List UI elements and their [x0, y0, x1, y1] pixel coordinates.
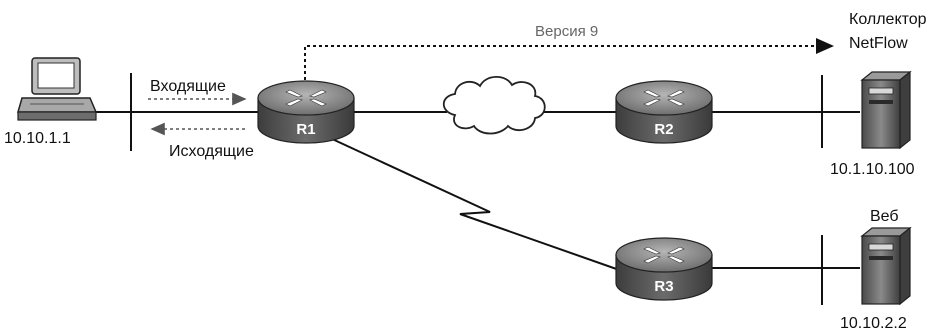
- export-arrow: [304, 38, 834, 80]
- router-r3-icon: R3: [615, 237, 713, 301]
- incoming-label: Входящие: [150, 78, 226, 95]
- web-server-icon: [860, 226, 912, 306]
- r1-r3-serial-link: [329, 137, 626, 273]
- web-ip-label: 10.10.2.2: [840, 315, 907, 332]
- export-version-label: Версия 9: [535, 23, 598, 40]
- router-r2-label: R2: [654, 121, 673, 138]
- collector-title-line2: NetFlow: [849, 35, 908, 52]
- outgoing-label: Исходящие: [169, 143, 254, 160]
- collector-server-icon: [860, 70, 912, 150]
- pc-ip-label: 10.10.1.1: [4, 130, 71, 147]
- router-r1-icon: R1: [257, 80, 355, 144]
- collector-title-line1: Коллектор: [849, 11, 927, 28]
- workstation-icon: [17, 57, 98, 121]
- wan-cloud-icon: [442, 75, 546, 135]
- web-title-label: Веб: [870, 208, 899, 225]
- collector-ip-label: 10.1.10.100: [830, 161, 915, 178]
- router-r3-label: R3: [654, 278, 673, 295]
- router-r1-label: R1: [296, 121, 315, 138]
- router-r2-icon: R2: [615, 80, 713, 144]
